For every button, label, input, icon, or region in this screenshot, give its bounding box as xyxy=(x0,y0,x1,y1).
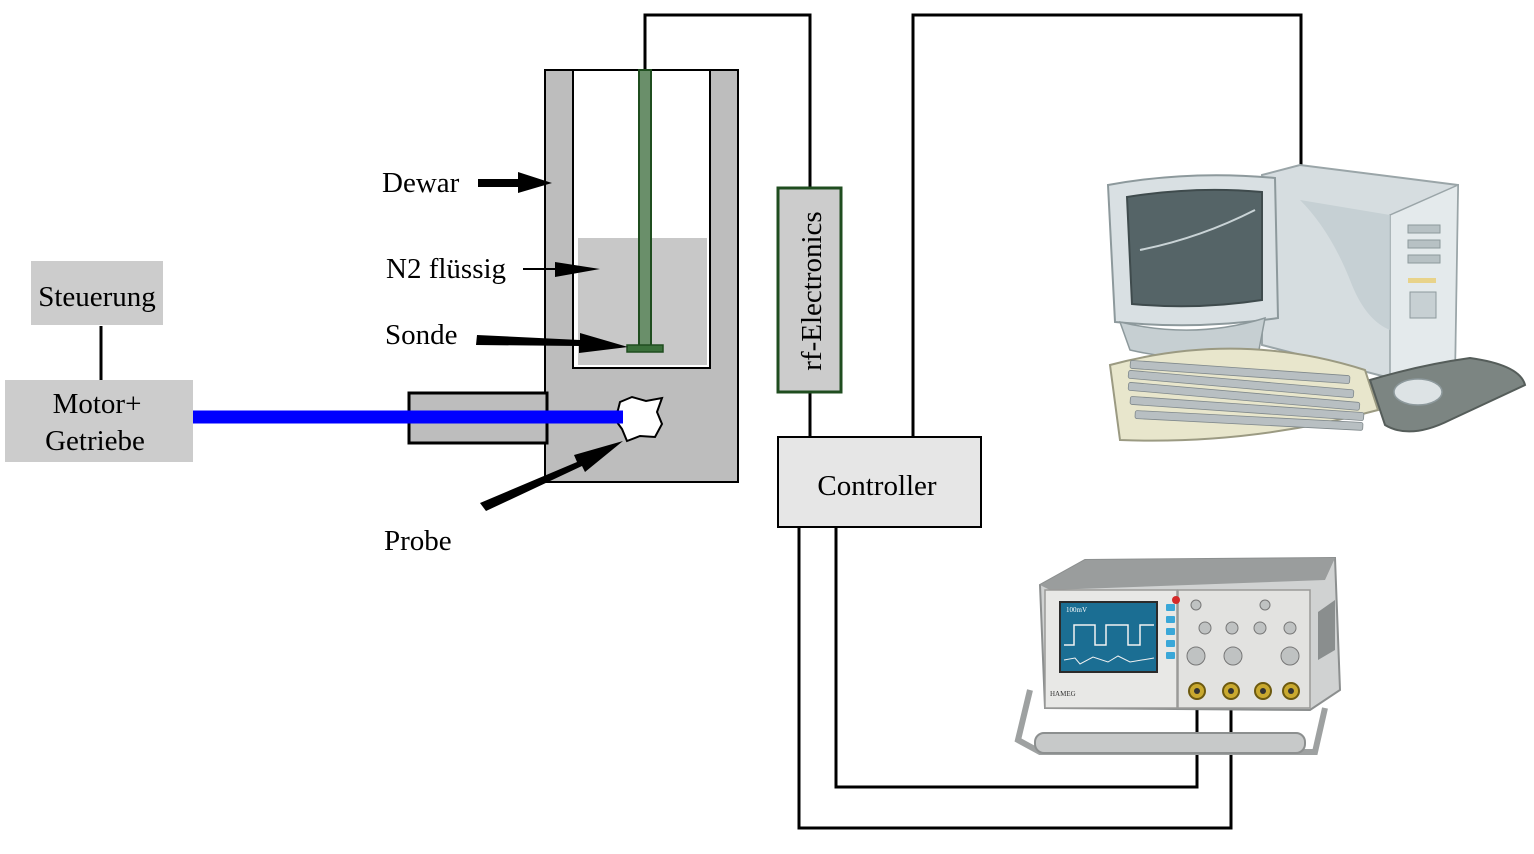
rf-electronics-label: rf-Electronics xyxy=(796,211,828,370)
steuerung-label: Steuerung xyxy=(38,281,156,313)
scope-brand: HAMEG xyxy=(1050,690,1076,698)
scope-readout: 100mV xyxy=(1066,606,1087,614)
dewar-arrow xyxy=(478,172,552,193)
n2-arrow xyxy=(555,262,600,277)
controller-box: Controller xyxy=(777,436,982,528)
annotations: Dewar N2 flüssig Sonde Probe xyxy=(382,167,628,557)
sonde-rod xyxy=(626,69,664,353)
controller-label: Controller xyxy=(817,470,937,502)
motor-gearbox-box: Motor+ Getriebe xyxy=(5,380,193,462)
n2-label: N2 flüssig xyxy=(386,253,506,285)
motor-label: Motor+ xyxy=(53,388,142,420)
wire-sonde-to-rf xyxy=(643,13,812,188)
sonde-arrow xyxy=(476,333,628,353)
oscilloscope-icon: 100mV xyxy=(1014,556,1342,755)
wire-controller-to-computer xyxy=(911,13,1303,437)
sonde-label: Sonde xyxy=(385,319,458,351)
probe-label: Probe xyxy=(384,525,452,557)
dewar-label: Dewar xyxy=(382,167,460,199)
rf-electronics-box: rf-Electronics xyxy=(776,186,843,394)
desktop-computer-icon xyxy=(1106,163,1527,442)
probe-arrow xyxy=(480,441,623,511)
steuerung-box: Steuerung xyxy=(31,261,163,325)
wire-controller-to-scope-ch2 xyxy=(797,527,1233,830)
getriebe-label: Getriebe xyxy=(45,425,145,457)
